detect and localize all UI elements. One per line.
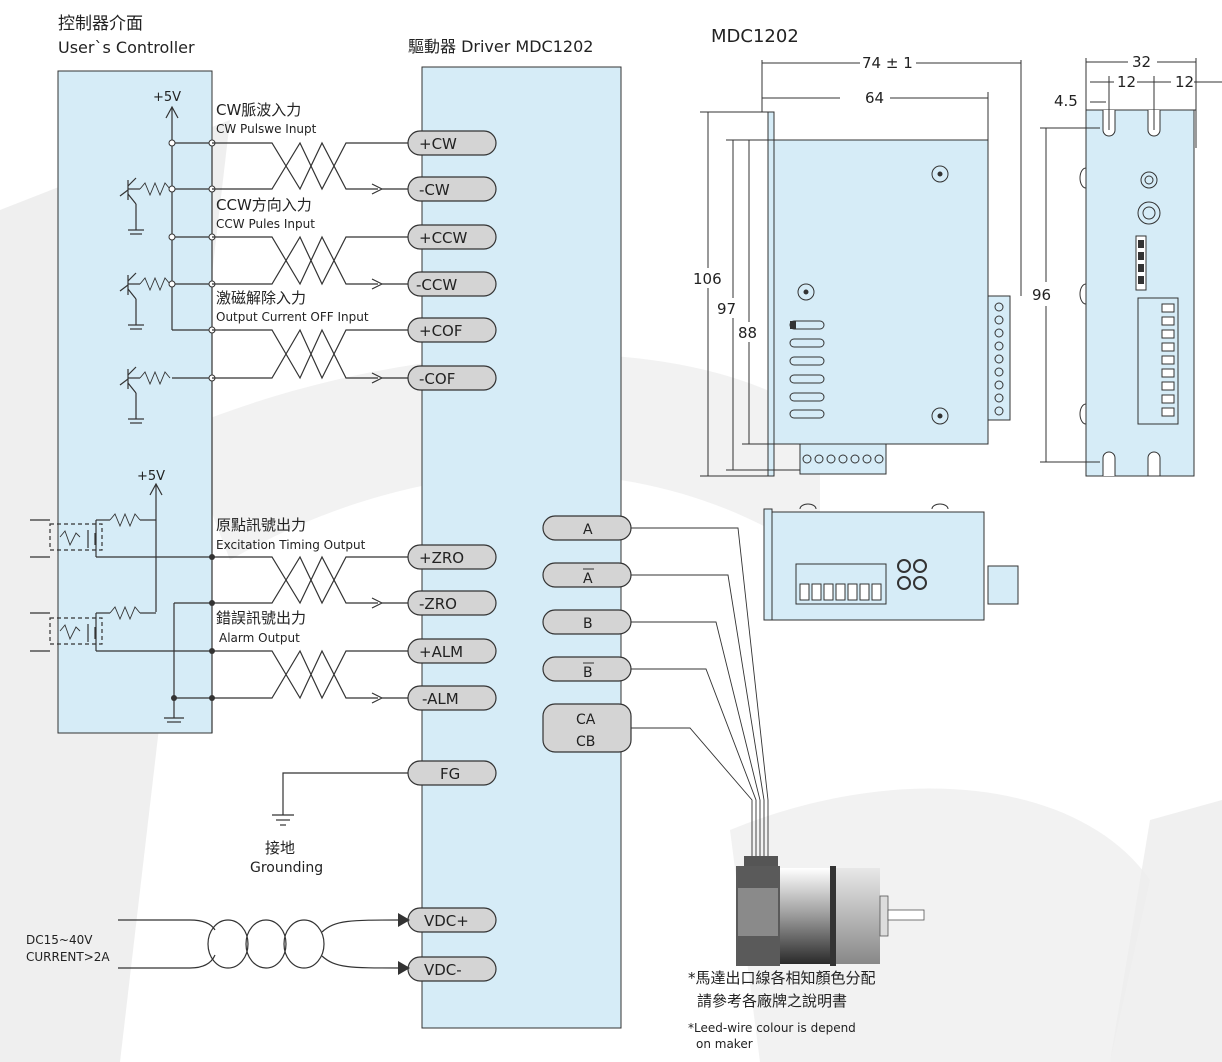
- dim-97: 97: [717, 300, 736, 318]
- model-label: MDC1202: [711, 26, 799, 47]
- pin-alm-minus: -ALM: [422, 690, 459, 708]
- cw-label-cn: CW脈波入力: [216, 101, 301, 119]
- pin-vdc-minus: VDC-: [424, 961, 462, 979]
- pin-cb: CB: [576, 734, 595, 750]
- power-wiring: [118, 919, 401, 969]
- controller-title-en: User`s Controller: [58, 38, 195, 57]
- power-line1: DC15~40V: [26, 933, 93, 947]
- alm-label-en: Alarm Output: [219, 631, 300, 645]
- pin-zro-minus: -ZRO: [419, 595, 457, 613]
- alm-label-cn: 錯誤訊號出力: [216, 609, 306, 627]
- pin-cof-minus: -COF: [419, 370, 455, 388]
- pin-a: A: [583, 522, 593, 538]
- note-cn-2: 請參考各廠牌之說明書: [697, 992, 847, 1010]
- pin-zro-plus: +ZRO: [419, 549, 464, 567]
- dim-96: 96: [1032, 286, 1051, 304]
- side-dimensions: [1040, 58, 1222, 463]
- pin-vdc-plus: VDC+: [424, 912, 469, 930]
- driver-title: 驅動器 Driver MDC1202: [408, 37, 593, 56]
- cof-label-en: Output Current OFF Input: [216, 310, 369, 324]
- pin-ccw-plus: +CCW: [419, 229, 468, 247]
- side-view: [1079, 109, 1197, 477]
- dim-88: 88: [738, 324, 757, 342]
- zro-label-en: Excitation Timing Output: [216, 538, 366, 552]
- ground-label-cn: 接地: [265, 839, 295, 857]
- ground-label-en: Grounding: [250, 860, 323, 876]
- controller-title-cn: 控制器介面: [58, 14, 143, 34]
- controller-input-circuits: [119, 142, 213, 733]
- pin-ccw-minus: -CCW: [416, 276, 457, 294]
- dim-74: 74 ± 1: [862, 54, 913, 72]
- cw-label-en: CW Pulswe Inupt: [216, 122, 317, 136]
- pin-cw-plus: +CW: [419, 135, 457, 153]
- pin-ca: CA: [576, 712, 596, 728]
- v5-label: +5V: [153, 90, 181, 105]
- dim-32: 32: [1132, 53, 1151, 71]
- pin-b: B: [583, 616, 593, 632]
- controller-output-circuits: [30, 512, 212, 723]
- zro-label-cn: 原點訊號出力: [216, 516, 306, 534]
- pin-fg: FG: [440, 765, 460, 783]
- front-dimensions: [700, 60, 1022, 477]
- dim-4-5: 4.5: [1054, 92, 1078, 110]
- pin-alm-plus: +ALM: [419, 643, 463, 661]
- ccw-label-en: CCW Pules Input: [216, 217, 315, 231]
- power-line2: CURRENT>2A: [26, 950, 110, 964]
- dim-106: 106: [693, 270, 722, 288]
- ccw-label-cn: CCW方向入力: [216, 196, 312, 214]
- motor-leads: [631, 527, 769, 860]
- driver-pins: +CW -CW +CCW -CCW +COF -COF +ZRO -ZRO +A…: [407, 130, 497, 982]
- pin-cw-minus: -CW: [419, 181, 450, 199]
- note-cn-1: *馬達出口線各相知顏色分配: [688, 969, 876, 987]
- controller-panel: [57, 70, 213, 734]
- front-view: [767, 111, 1011, 477]
- pin-cof-plus: +COF: [419, 322, 462, 340]
- twisted-pairs: [212, 141, 410, 704]
- pin-a-bar: A: [583, 571, 593, 587]
- dim-64: 64: [865, 89, 884, 107]
- v5b-label: +5V: [137, 469, 165, 484]
- note-en-2: on maker: [696, 1037, 753, 1051]
- dim-12b: 12: [1175, 73, 1194, 91]
- bottom-view: [763, 503, 1019, 621]
- dim-12a: 12: [1117, 73, 1136, 91]
- stepper-motor: [736, 856, 925, 966]
- ground-circuit: [272, 772, 408, 826]
- cof-label-cn: 激磁解除入力: [216, 289, 306, 307]
- note-en-1: *Leed-wire colour is depend: [688, 1021, 856, 1035]
- pin-b-bar: B: [583, 665, 593, 681]
